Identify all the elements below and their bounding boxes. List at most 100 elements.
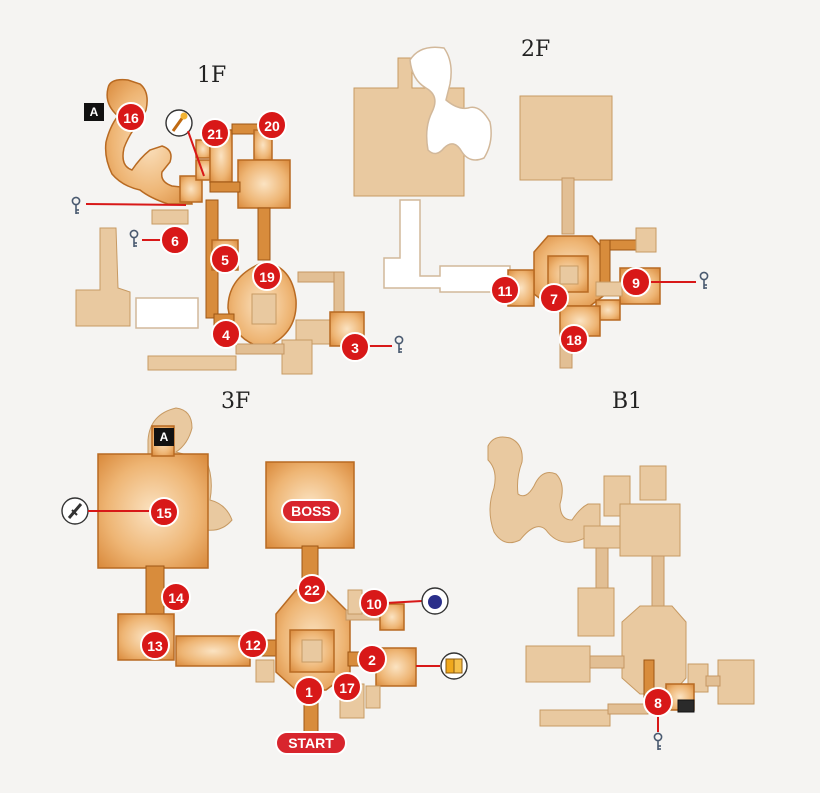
key-icon	[699, 271, 709, 290]
book-item-badge	[440, 652, 468, 680]
floor-label-2f: 2F	[521, 37, 550, 62]
floor-3f: 3F BOSS START	[61, 389, 468, 755]
svg-text:20: 20	[264, 118, 280, 134]
svg-text:BOSS: BOSS	[291, 503, 331, 519]
svg-text:8: 8	[654, 695, 662, 711]
svg-text:START: START	[288, 735, 334, 751]
key-icon	[71, 196, 81, 215]
marker-5: 5	[210, 244, 240, 274]
room-1f-hall	[237, 159, 291, 209]
corridor-b1-south	[539, 709, 611, 727]
area-marker-a-1f: A	[84, 103, 104, 121]
room-3f-octagon-inner	[289, 629, 335, 673]
svg-text:4: 4	[222, 327, 230, 343]
corridor-2f-north	[561, 177, 575, 235]
corridor-1f-bottom	[147, 355, 237, 371]
svg-text:11: 11	[498, 283, 513, 299]
svg-text:9: 9	[632, 275, 640, 291]
floor-1f: 1F	[71, 63, 404, 375]
marker-15: 15	[149, 497, 179, 527]
corridor-2f-9-link	[595, 281, 623, 297]
room-b1-hall	[619, 503, 681, 557]
svg-text:15: 15	[156, 505, 172, 521]
oval-core-1f	[251, 293, 277, 325]
svg-text:7: 7	[550, 291, 558, 307]
key-icon	[129, 229, 139, 248]
area-marker-a-3f: A	[154, 428, 174, 446]
svg-text:18: 18	[566, 332, 582, 348]
room-b1-far-east	[717, 659, 755, 705]
corridor-b1-north	[651, 555, 665, 607]
corridor-b1-east	[705, 675, 721, 687]
corridor-3f-west	[145, 565, 165, 619]
room-b1-west-wing	[577, 587, 615, 637]
svg-text:12: 12	[245, 637, 261, 653]
svg-text:19: 19	[259, 269, 275, 285]
wand-icon	[171, 112, 188, 132]
marker-13: 13	[140, 630, 170, 660]
corridor-1f-bottom-link	[235, 343, 285, 355]
orb-leader-line	[385, 600, 423, 604]
room-3f-octagon-core	[301, 639, 323, 663]
corridor-3f-long	[175, 635, 251, 667]
floor-b1: B1 8	[487, 389, 755, 751]
room-2f-unexplored-south	[383, 199, 511, 293]
wand-item-badge	[165, 109, 193, 137]
marker-9: 9	[621, 267, 651, 297]
room-b1-8-dark	[677, 699, 695, 713]
cave-passage-1f	[104, 78, 193, 205]
marker-22: 22	[297, 574, 327, 604]
marker-21: 21	[200, 118, 230, 148]
svg-text:2: 2	[368, 652, 376, 668]
key-icon	[653, 732, 663, 751]
corridor-1f-east-drop	[333, 271, 345, 313]
room-3f-small-sw	[255, 659, 275, 683]
room-1f-small-c	[151, 209, 189, 225]
room-2f-large-east	[519, 95, 613, 181]
floor-2f: 2F 11 7 9 18	[353, 37, 709, 369]
svg-text:10: 10	[366, 596, 382, 612]
corridor-2f-east-down	[599, 239, 611, 287]
marker-20: 20	[257, 110, 287, 140]
room-2f-east-small	[635, 227, 657, 253]
marker-8: 8	[643, 687, 673, 717]
marker-19: 19	[252, 261, 282, 291]
room-1f-south-east	[281, 339, 313, 375]
room-b1-west-link	[583, 525, 621, 549]
corridor-b1-west	[595, 547, 609, 589]
svg-text:A: A	[90, 105, 99, 119]
start-label: START	[275, 731, 347, 755]
boss-label: BOSS	[281, 499, 341, 523]
floor-label-b1: B1	[612, 389, 642, 414]
room-2f-octagon-core	[559, 265, 579, 285]
marker-1: 1	[294, 676, 324, 706]
svg-text:5: 5	[221, 252, 229, 268]
svg-text:13: 13	[147, 638, 163, 654]
marker-10: 10	[359, 588, 389, 618]
marker-16: 16	[116, 102, 146, 132]
room-b1-north-b	[639, 465, 667, 501]
floor-label-3f: 3F	[221, 389, 250, 414]
marker-14: 14	[161, 582, 191, 612]
floor-label-1f: 1F	[197, 63, 226, 88]
sword-item-badge	[61, 497, 89, 525]
marker-2: 2	[357, 644, 387, 674]
marker-12: 12	[238, 629, 268, 659]
marker-3: 3	[340, 332, 370, 362]
marker-18: 18	[559, 324, 589, 354]
marker-7: 7	[539, 283, 569, 313]
svg-text:16: 16	[123, 110, 139, 126]
sword-icon	[67, 503, 83, 519]
book-icon	[445, 658, 463, 674]
svg-text:21: 21	[207, 126, 223, 142]
room-b1-west	[525, 645, 591, 683]
key-leader-line-1f-west	[85, 203, 187, 206]
corridor-1f-east-vertical	[257, 207, 271, 261]
marker-17: 17	[332, 672, 362, 702]
corridor-b1-south-link	[607, 703, 649, 715]
room-1f-west-wing	[75, 227, 131, 327]
corridor-1f-hall-link	[209, 181, 241, 193]
svg-text:6: 6	[171, 233, 179, 249]
